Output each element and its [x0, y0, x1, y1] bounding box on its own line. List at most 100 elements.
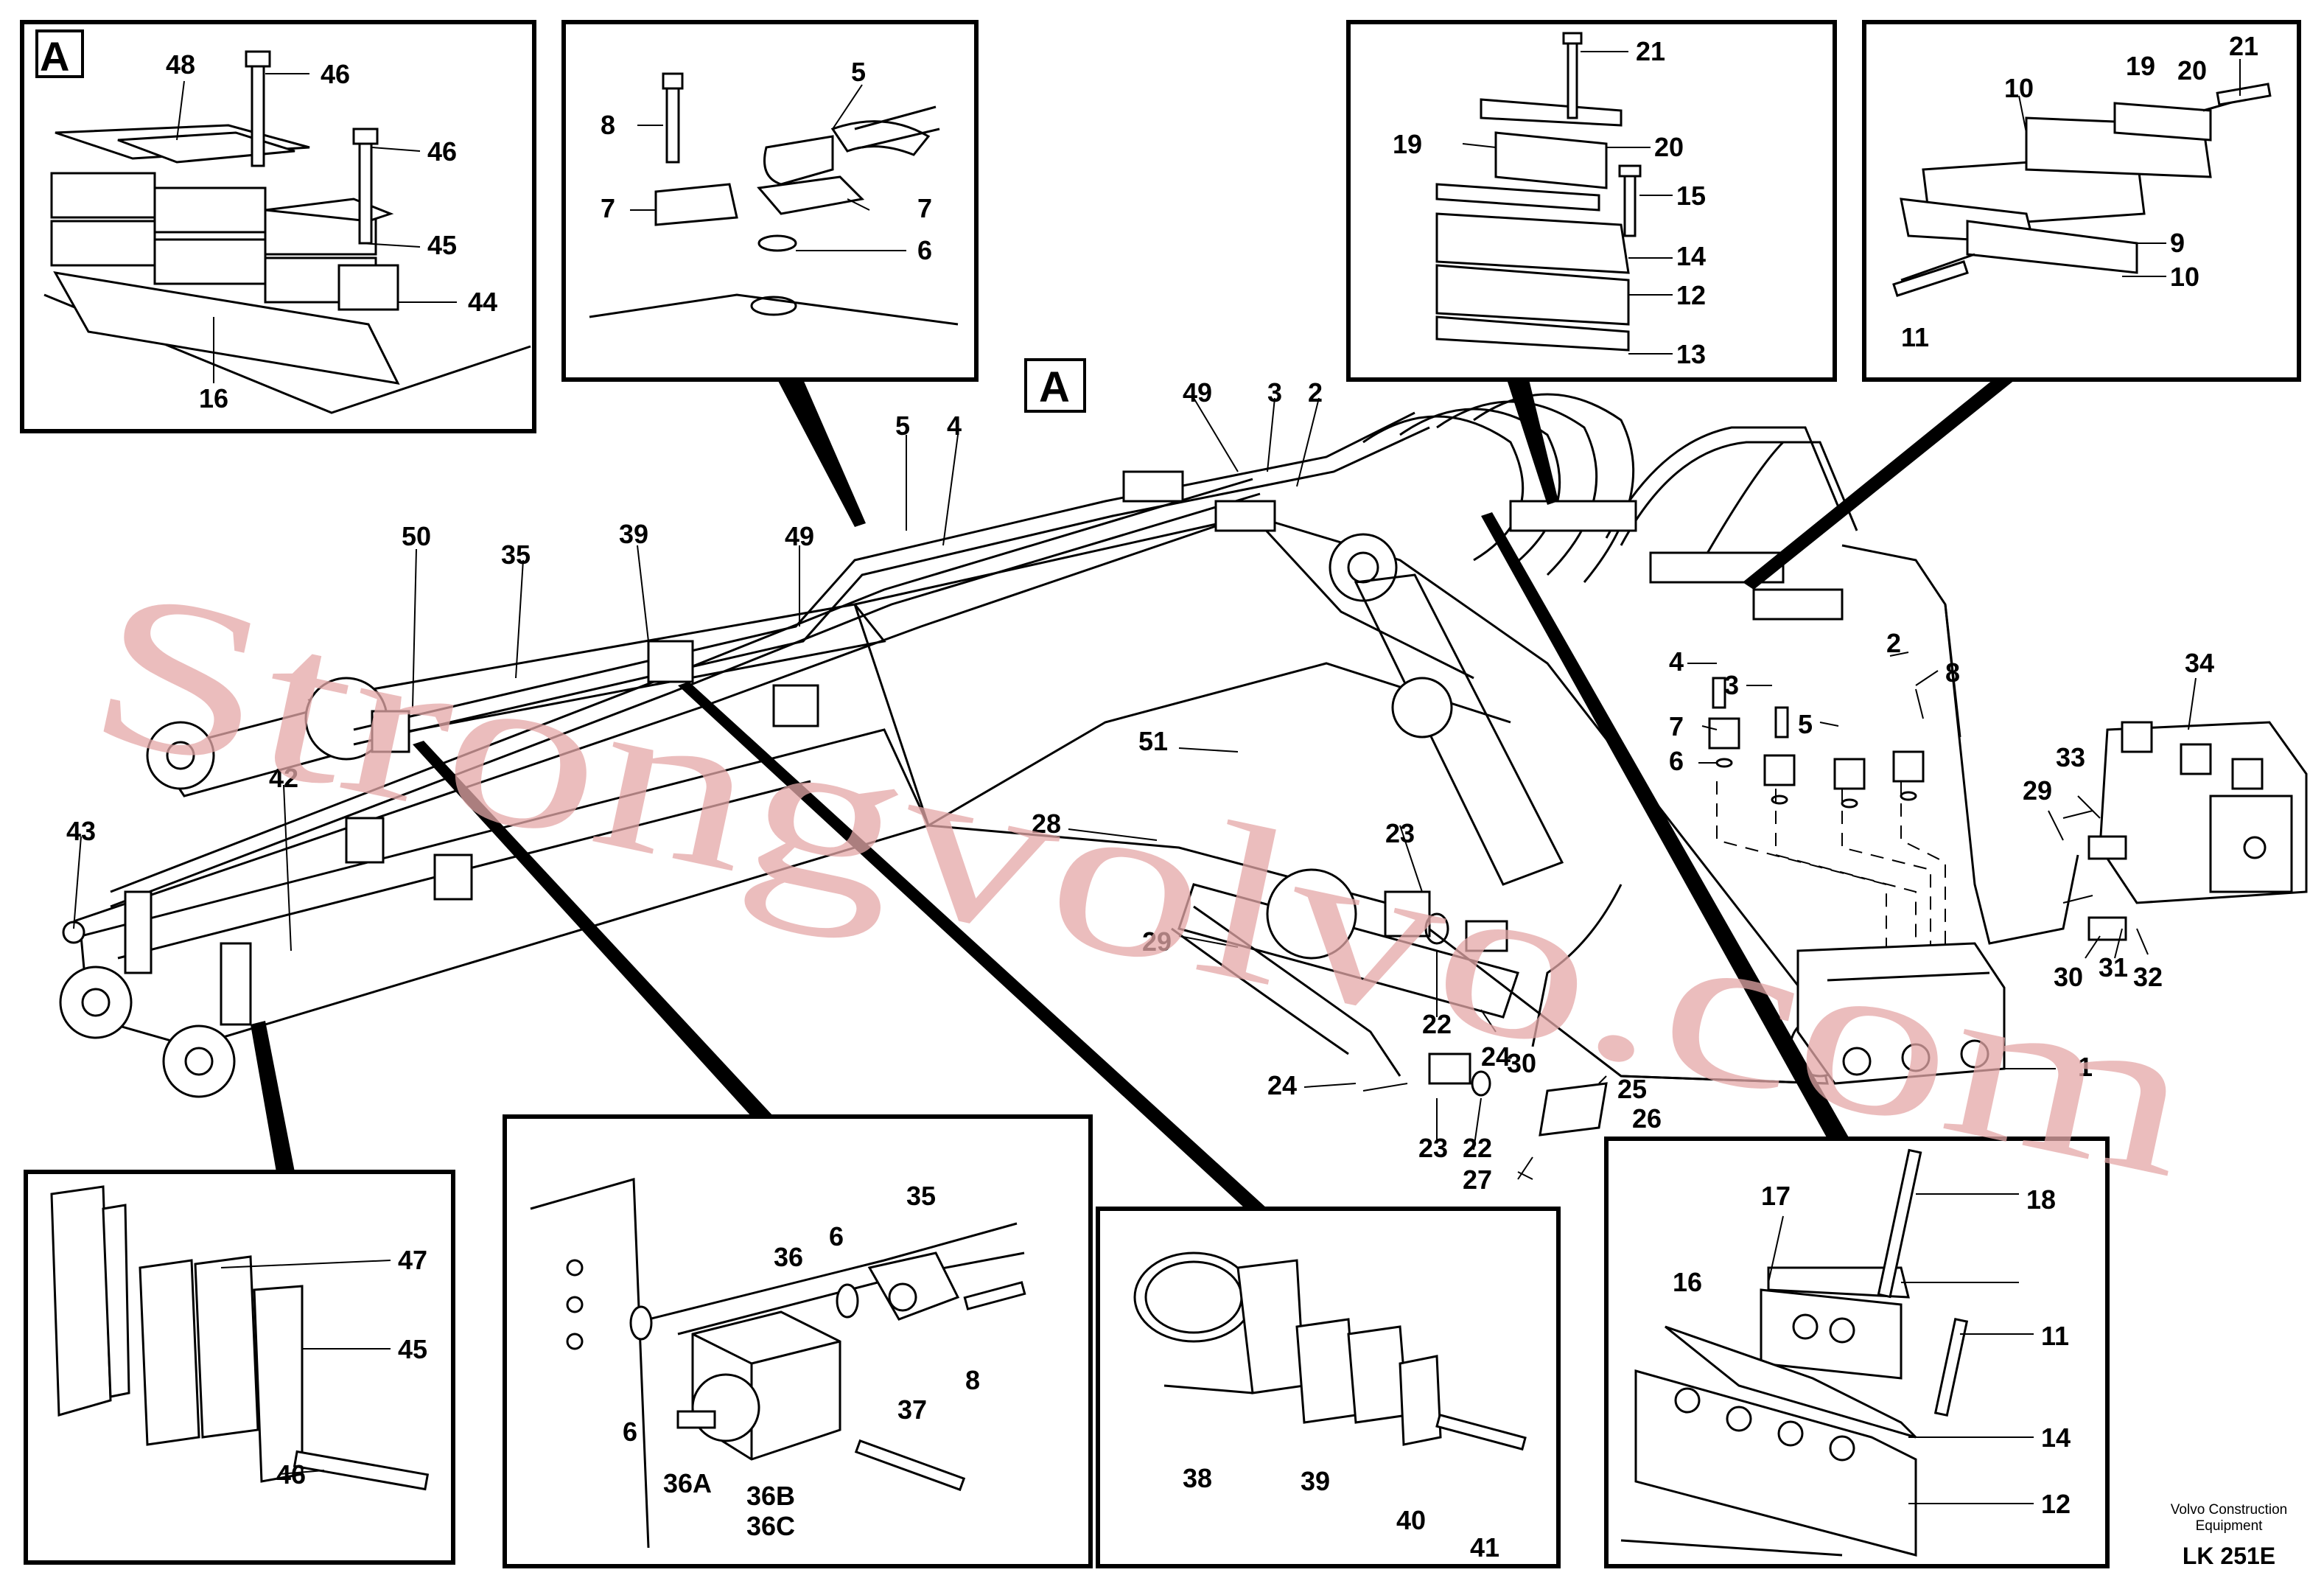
inset-elbow-flange [589, 72, 959, 326]
callout-37: 37 [897, 1394, 927, 1425]
callout-5: 5 [1798, 709, 1813, 739]
callout-47: 47 [398, 1245, 427, 1275]
callout-45: 45 [398, 1334, 427, 1364]
callout-34: 34 [2185, 648, 2214, 678]
callout-21: 21 [1636, 36, 1665, 66]
callout-14: 14 [2041, 1422, 2071, 1453]
callout-36A: 36A [663, 1468, 712, 1498]
inset-hose-clamp-labels: 38 39 40 41 [1183, 1463, 1499, 1563]
inset-clamp-bracket-labels: 10 19 20 21 9 10 11 [1901, 31, 2258, 352]
callout-49: 49 [1183, 377, 1212, 408]
inset-boom-clamp [50, 1185, 430, 1491]
boom-assembly [59, 514, 1851, 1098]
callout-27: 27 [1463, 1165, 1492, 1195]
callout-41: 41 [1470, 1532, 1499, 1563]
callout-29: 29 [1142, 926, 1172, 957]
callout-42: 42 [269, 763, 298, 793]
inset-a-labels: 48 46 46 45 44 16 [166, 49, 497, 413]
callout-5: 5 [851, 57, 866, 87]
callout-25: 25 [1617, 1074, 1647, 1104]
callout-50: 50 [402, 521, 431, 551]
callout-14: 14 [1676, 241, 1706, 271]
hose-lines [73, 393, 2079, 1077]
callout-21: 21 [2229, 31, 2258, 61]
callout-8: 8 [601, 110, 615, 140]
callout-15: 15 [1676, 181, 1706, 211]
callout-6: 6 [917, 235, 932, 265]
callout-29: 29 [2023, 775, 2052, 806]
callout-9: 9 [2170, 228, 2185, 258]
callout-12: 12 [1676, 280, 1706, 310]
publisher-line2: Equipment [2196, 1518, 2264, 1534]
callout-39: 39 [1301, 1466, 1330, 1496]
callout-17: 17 [1761, 1181, 1791, 1211]
callout-2: 2 [1308, 377, 1323, 408]
callout-39: 39 [619, 519, 648, 549]
callout-22: 22 [1463, 1133, 1492, 1163]
callout-16: 16 [199, 383, 228, 413]
callout-23: 23 [1418, 1133, 1448, 1163]
callout-11: 11 [2041, 1321, 2069, 1351]
inset-leaders [251, 380, 2015, 1209]
callout-32: 32 [2133, 962, 2163, 992]
inset-clamp-bracket [1892, 59, 2272, 297]
callout-11: 11 [1901, 322, 1929, 352]
callout-31: 31 [2099, 952, 2128, 982]
callout-5: 5 [895, 411, 910, 441]
callout-51: 51 [1138, 726, 1168, 756]
inset-clamp-stack [1435, 32, 1673, 355]
callout-8: 8 [965, 1365, 980, 1395]
callout-23: 23 [1385, 818, 1415, 848]
callout-36: 36 [774, 1242, 803, 1272]
callout-44: 44 [468, 287, 497, 317]
callout-30: 30 [1507, 1048, 1536, 1078]
callout-40: 40 [1396, 1505, 1426, 1535]
callout-3: 3 [1724, 670, 1739, 700]
callout-28: 28 [1032, 809, 1061, 839]
callout-4: 4 [1669, 646, 1684, 677]
publisher-block: Volvo Construction Equipment LK 251E [2171, 1502, 2287, 1569]
callout-46: 46 [321, 59, 350, 89]
callout-35: 35 [906, 1181, 936, 1211]
callout-33: 33 [2056, 742, 2085, 772]
callout-36B: 36B [746, 1481, 795, 1511]
callout-2: 2 [1886, 628, 1901, 658]
callout-36C: 36C [746, 1511, 795, 1541]
callout-1: 1 [2078, 1052, 2093, 1082]
fittings-right [1362, 677, 2127, 1180]
detail-tags: A A [40, 33, 1086, 413]
boom-clamps [62, 470, 1844, 1026]
callout-20: 20 [1654, 132, 1684, 162]
callout-19: 19 [1393, 129, 1422, 159]
callout-24: 24 [1481, 1041, 1511, 1072]
callout-16: 16 [1673, 1267, 1702, 1297]
callout-38: 38 [1183, 1463, 1212, 1493]
callout-13: 13 [1676, 339, 1706, 369]
callout-7: 7 [917, 193, 932, 223]
callout-12: 12 [2041, 1489, 2071, 1519]
detail-tag-a-inset: A [40, 33, 69, 80]
callout-7: 7 [601, 193, 615, 223]
callout-4: 4 [947, 411, 962, 441]
callout-48: 48 [166, 49, 195, 80]
callout-6: 6 [829, 1221, 844, 1251]
callout-18: 18 [2026, 1184, 2056, 1215]
callout-43: 43 [66, 816, 96, 846]
inset-clamp-stack-labels: 21 19 20 15 14 12 13 [1393, 36, 1706, 369]
callout-10: 10 [2170, 262, 2199, 292]
inset-swivel-labels: 35 36 6 6 8 37 36A 36B 36C [623, 1181, 980, 1541]
detail-tag-a-main-frame [1024, 358, 1086, 413]
publisher-line1: Volvo Construction [2171, 1502, 2287, 1518]
inset-a-clamp [35, 29, 531, 414]
callout-6: 6 [1669, 746, 1684, 776]
drawing-code: LK 251E [2183, 1543, 2275, 1569]
callout-49: 49 [785, 521, 814, 551]
detail-tag-a-main: A [1039, 363, 1070, 411]
inset-clamp-plates [1620, 1148, 2034, 1557]
inset-hose-clamp [1133, 1251, 1527, 1451]
callout-46: 46 [276, 1459, 306, 1490]
valve-blocks [1796, 721, 2308, 1085]
callout-24: 24 [1267, 1070, 1297, 1100]
callout-10: 10 [2004, 73, 2034, 103]
